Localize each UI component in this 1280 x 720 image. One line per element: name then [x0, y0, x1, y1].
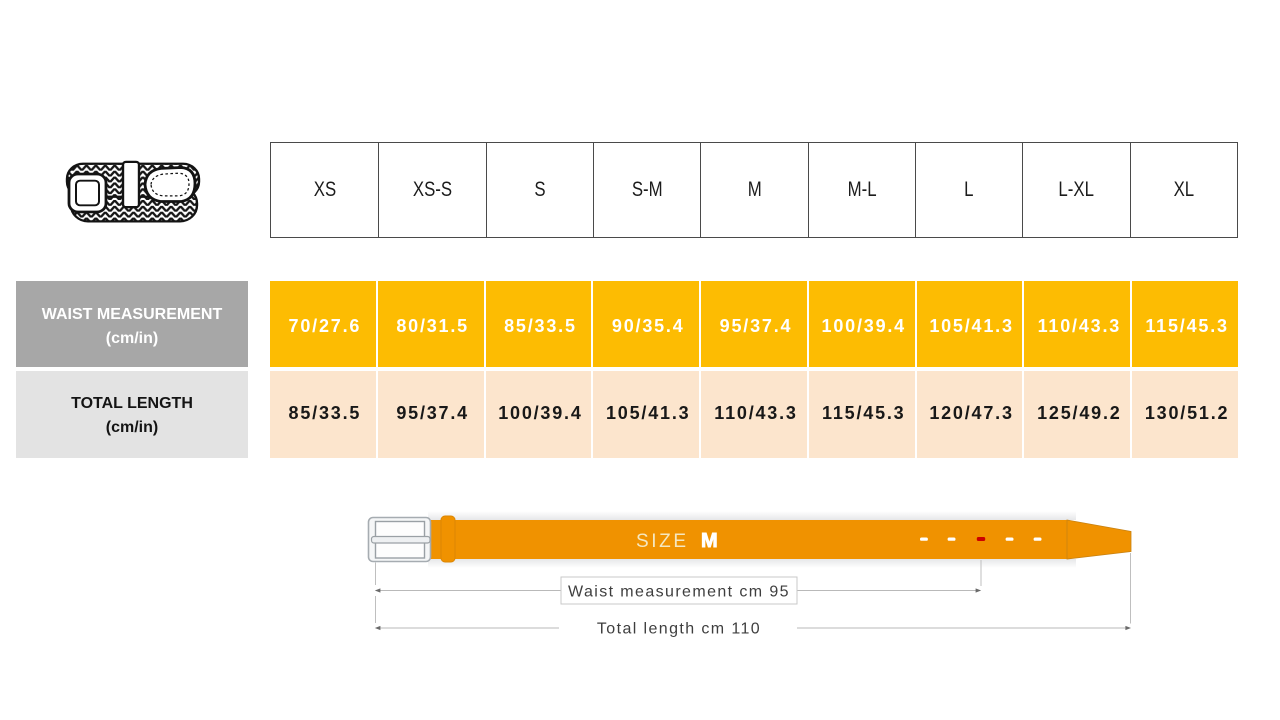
svg-text:SIZE: SIZE: [636, 531, 689, 552]
svg-text:Waist measurement cm 95: Waist measurement cm 95: [568, 584, 790, 601]
svg-text:M: M: [701, 530, 718, 552]
svg-text:Total length cm 110: Total length cm 110: [597, 621, 761, 638]
